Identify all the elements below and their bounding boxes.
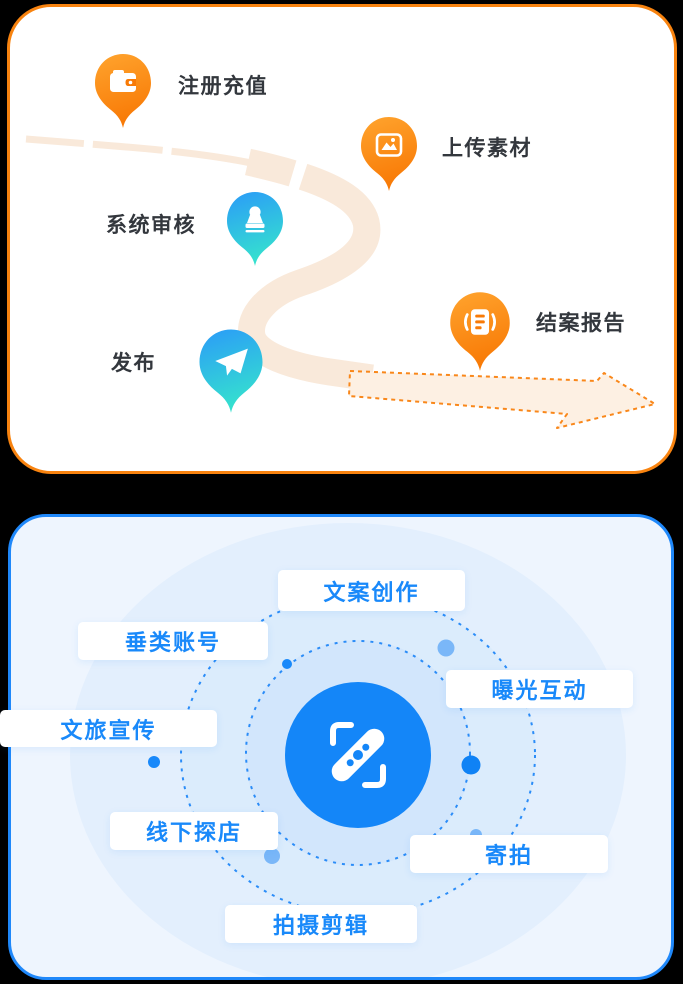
capsule-link-icon: [330, 722, 386, 788]
pin-shape: [227, 192, 283, 266]
step-label-report: 结案报告: [536, 312, 626, 335]
eco-label-shoot-edit: 拍摄剪辑: [225, 905, 417, 943]
step-label-publish: 发布: [111, 352, 156, 375]
pin-register: [95, 54, 151, 128]
orbit-dot: [437, 639, 455, 657]
pin-report: [450, 292, 510, 371]
eco-label-culture-tourism: 文旅宣传: [0, 710, 217, 747]
pin-shape: [199, 329, 263, 413]
eco-label-copywriting: 文案创作: [278, 570, 465, 611]
eco-label-vertical-accounts: 垂类账号: [78, 622, 268, 660]
wallet-icon: [110, 70, 136, 92]
eco-label-exposure-interaction: 曝光互动: [446, 670, 633, 708]
orbit-dot: [148, 756, 160, 768]
step-label-register: 注册充值: [178, 75, 268, 98]
pin-shape: [361, 117, 417, 191]
eco-label-mail-shoot: 寄拍: [410, 835, 608, 873]
stamp-icon: [245, 206, 265, 233]
eco-label-offline-store-visit: 线下探店: [110, 812, 278, 850]
orbit-inner: [245, 640, 471, 866]
pin-review: [227, 192, 283, 266]
orbit-dot: [282, 659, 292, 669]
pin-publish: [199, 329, 263, 413]
orbit-dot: [461, 755, 481, 775]
paper-plane-icon: [215, 348, 248, 376]
step-label-upload: 上传素材: [442, 137, 532, 160]
step-label-review: 系统审核: [106, 214, 196, 237]
report-icon: [464, 309, 496, 335]
orbit-dot: [264, 848, 280, 864]
image-icon: [375, 133, 403, 157]
pin-upload: [361, 117, 417, 191]
